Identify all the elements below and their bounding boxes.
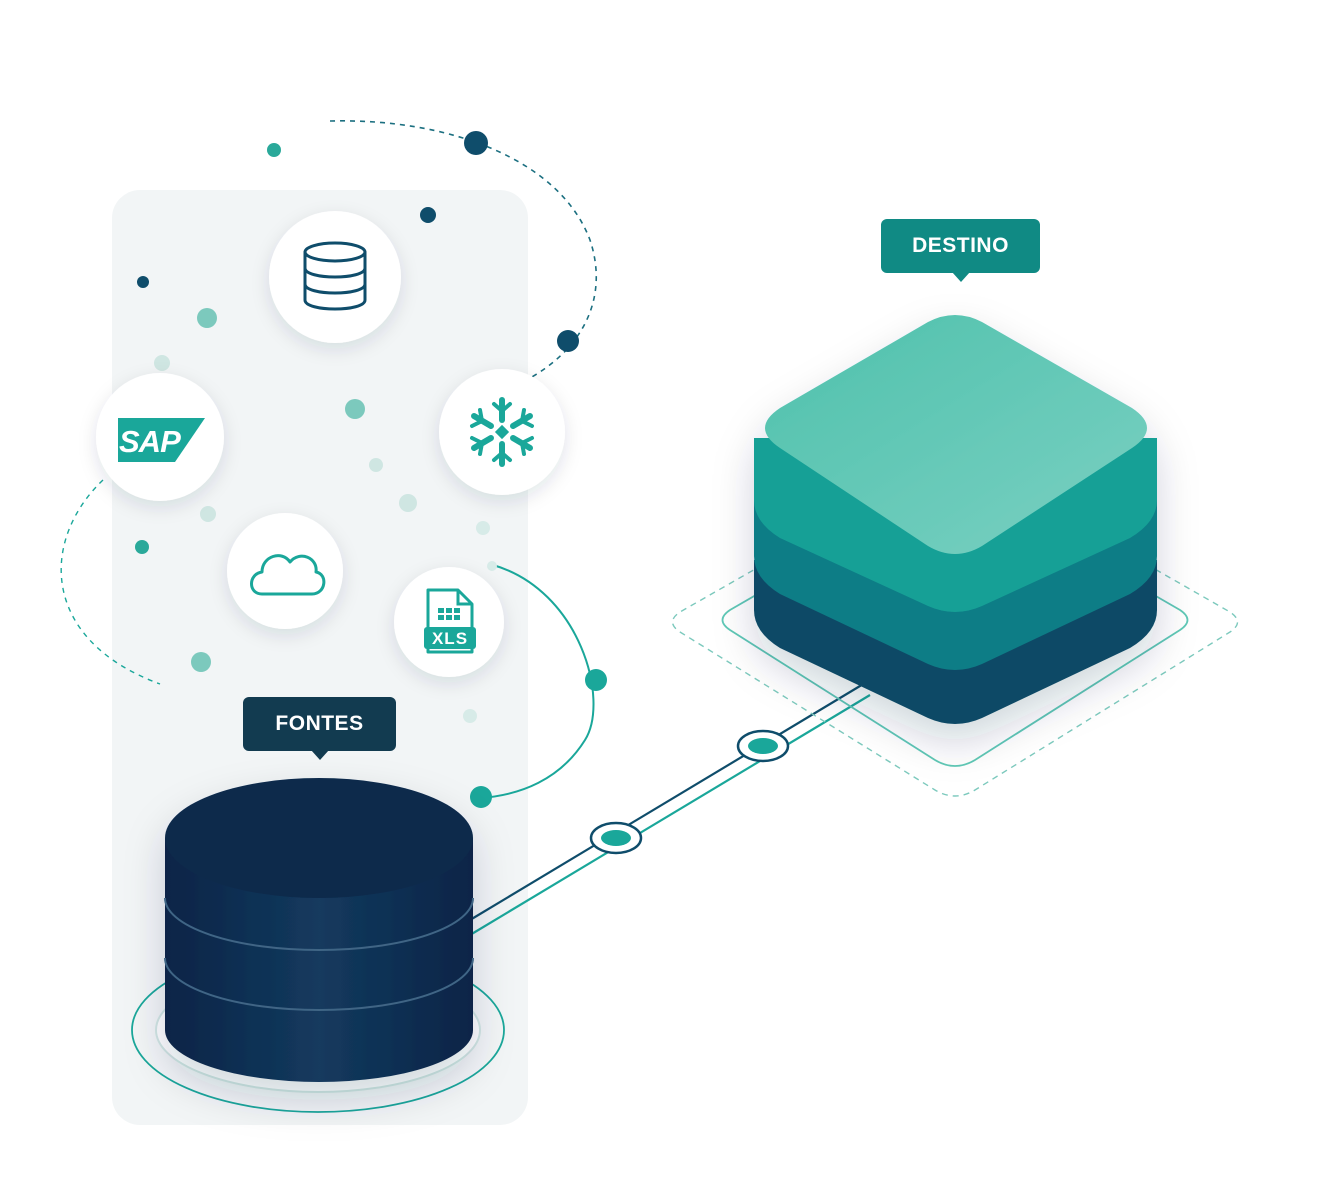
sources-label: FONTES xyxy=(243,697,396,760)
destination-label: DESTINO xyxy=(881,219,1040,282)
xls-file-text: XLS xyxy=(432,629,468,648)
source-xls-circle xyxy=(394,567,504,677)
destination-ring-outer xyxy=(671,454,1239,797)
destination-stack xyxy=(754,315,1157,724)
snowflake-icon xyxy=(470,397,534,467)
connection-node-1 xyxy=(589,821,643,855)
source-cylinder xyxy=(164,778,474,1082)
sap-logo-text: SAP xyxy=(119,424,181,459)
source-cloud-circle xyxy=(227,513,343,629)
cloud-icon xyxy=(250,554,326,596)
connection-lines xyxy=(469,679,871,936)
decorative-dots xyxy=(135,131,607,808)
destination-layer-top xyxy=(765,315,1147,554)
connection-node-2 xyxy=(736,729,790,763)
solid-orbit-right xyxy=(480,564,595,799)
xls-file-icon: XLS xyxy=(424,588,476,654)
database-icon xyxy=(303,241,367,311)
dashed-orbit-left xyxy=(60,479,161,685)
sap-logo: SAP xyxy=(118,418,205,462)
destination-ring-inner xyxy=(721,478,1189,767)
